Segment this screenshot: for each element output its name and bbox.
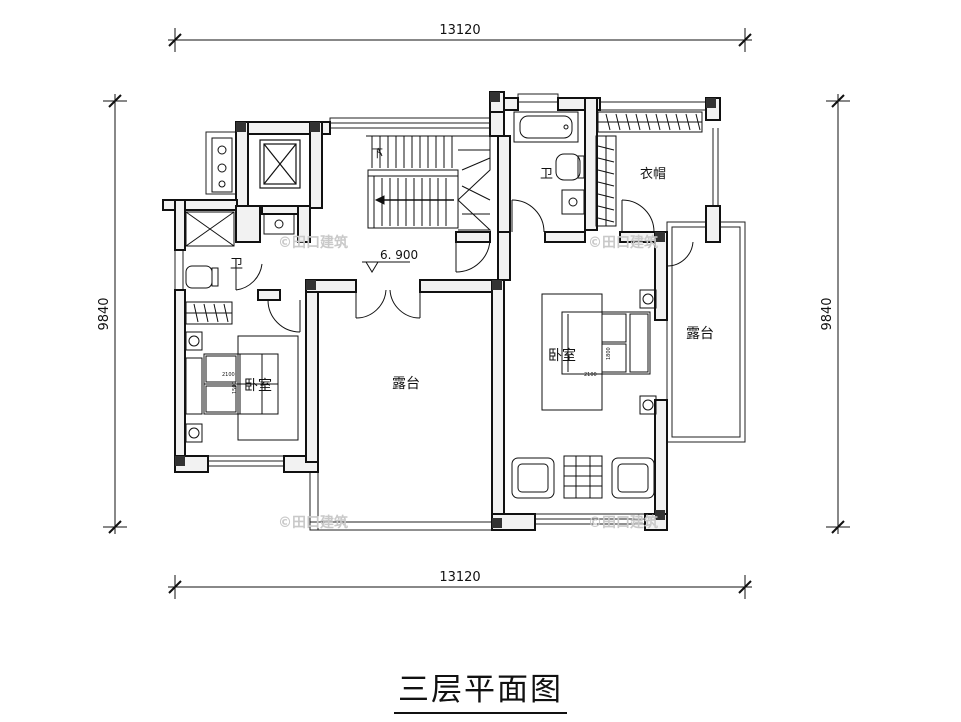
room-label-terrace-center: 露台 (392, 376, 420, 392)
sink-left (263, 213, 295, 235)
room-label-terrace-right: 露台 (686, 326, 714, 342)
drawing-title: 三层平面图 (394, 664, 567, 714)
toilet-left (185, 265, 219, 289)
elevator (259, 139, 301, 189)
room-label-bedroom-left: 卧室 (244, 377, 272, 394)
bed-right-length: 1800 (606, 347, 612, 360)
bed-left-width: 2100 (222, 372, 235, 378)
dim-bottom-label: 13120 (439, 570, 480, 585)
columns (175, 92, 716, 528)
room-label-bedroom-right: 卧室 (548, 347, 576, 364)
watermark: ©田口建筑 (588, 514, 658, 531)
dim-top-label: 13120 (439, 23, 480, 38)
shower-tray (185, 211, 235, 247)
dimension-lines (103, 28, 850, 599)
room-label-closet: 衣帽 (640, 166, 666, 182)
lounge-set (511, 455, 655, 499)
bed-left (185, 331, 299, 443)
watermark: ©田口建筑 (588, 234, 658, 251)
dim-right-label: 9840 (820, 297, 835, 330)
room-label-bath-left: 卫 (230, 257, 243, 272)
dim-left-label: 9840 (97, 297, 112, 330)
staircase (366, 135, 492, 231)
stair-down-label: 下 (372, 147, 383, 160)
bed-left-length: 1500 (232, 381, 238, 394)
wardrobe-racks (595, 111, 703, 227)
bathtub (513, 111, 579, 143)
bed-right-width: 2100 (584, 372, 597, 378)
toilet-upper (555, 153, 585, 181)
doors (235, 199, 694, 333)
room-label-bath-upper: 卫 (540, 167, 553, 182)
basin-stack (211, 137, 233, 193)
watermark: ©田口建筑 (278, 234, 348, 251)
sink-upper (561, 189, 585, 215)
elevation-label: 6. 900 (380, 248, 418, 262)
bed-right (541, 289, 657, 415)
elevation-marker (362, 261, 410, 273)
drawing-title-wrap: 三层平面图 (0, 664, 961, 714)
wardrobe-left (185, 301, 233, 325)
watermark: ©田口建筑 (278, 514, 348, 531)
